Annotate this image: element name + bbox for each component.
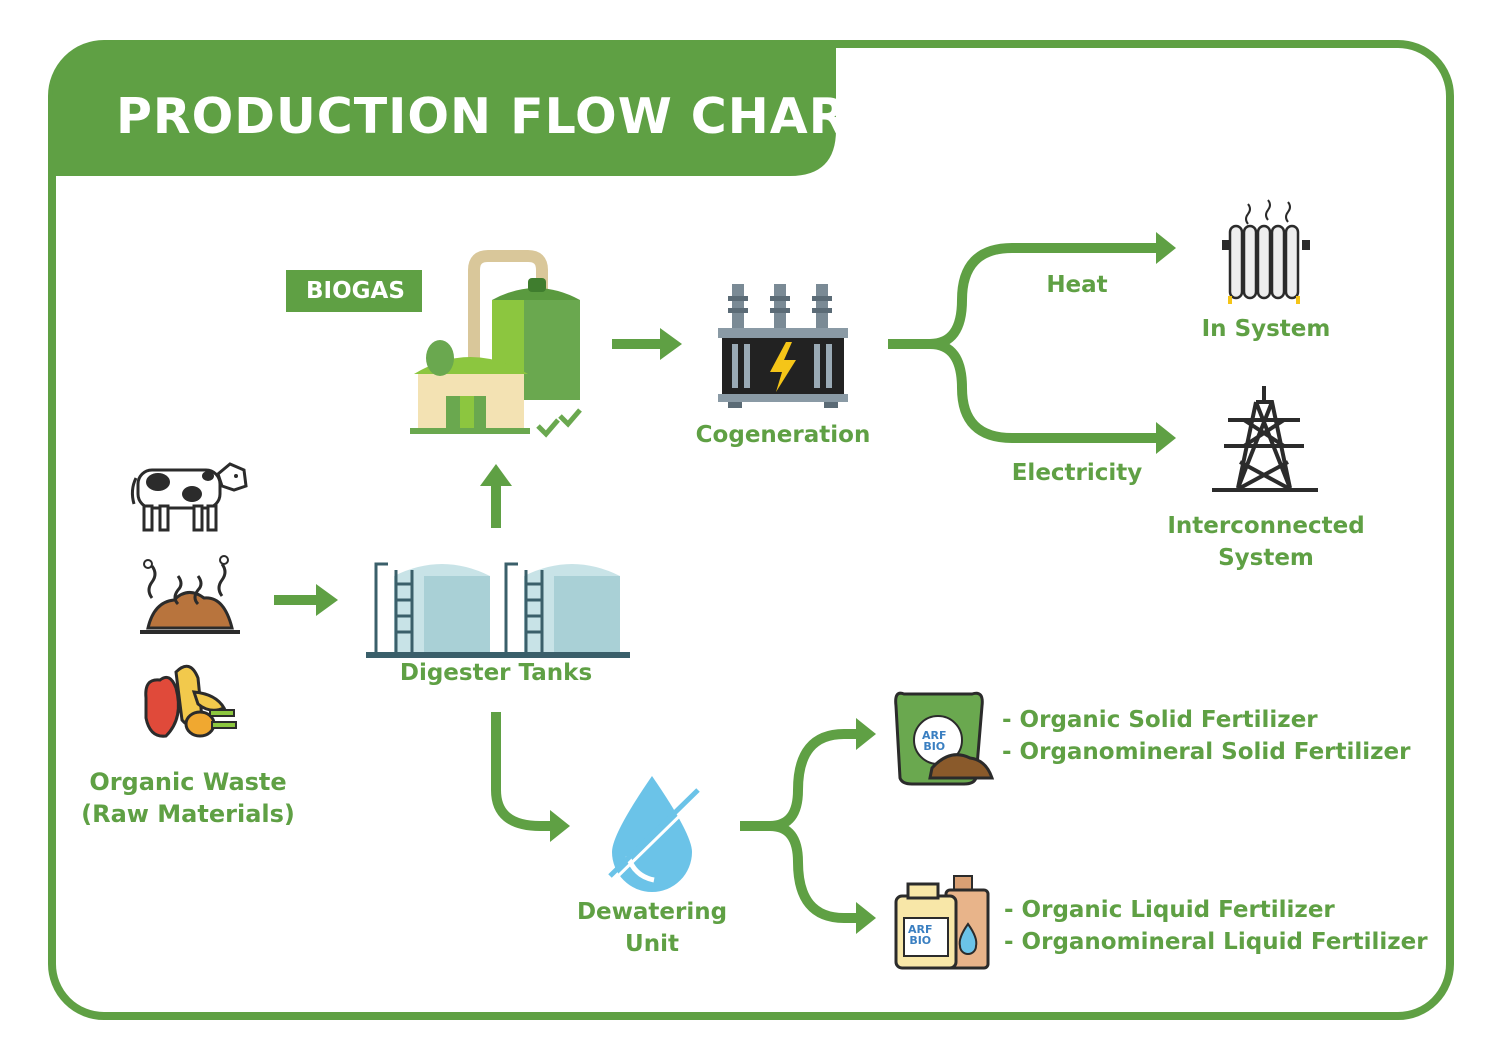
water-drop-icon bbox=[608, 776, 704, 892]
title-banner bbox=[52, 44, 836, 176]
brand-logo-bottle: ARF BIO bbox=[908, 924, 933, 946]
fork-dewatering bbox=[740, 729, 858, 923]
liquid-fertilizer-bottles-icon bbox=[894, 875, 990, 970]
arrowhead-cogeneration bbox=[660, 328, 682, 360]
brand-logo-sack: ARF BIO bbox=[922, 730, 947, 752]
dewatering-line-2: Unit bbox=[625, 931, 679, 957]
dewatering-unit-label: Dewatering Unit bbox=[577, 896, 727, 960]
fertilizer-sack-icon bbox=[894, 691, 995, 786]
brand-logo-subtext: BIO bbox=[909, 934, 932, 947]
heat-label: Heat bbox=[1046, 272, 1108, 298]
liquid-fertilizer-item: - Organomineral Liquid Fertilizer bbox=[1004, 929, 1428, 955]
arrowhead-liquid bbox=[856, 902, 876, 934]
liquid-fertilizer-item: - Organic Liquid Fertilizer bbox=[1004, 897, 1335, 923]
cow-icon bbox=[130, 462, 248, 532]
in-system-label: In System bbox=[1201, 316, 1331, 342]
interconnected-system-label: Interconnected System bbox=[1167, 510, 1364, 574]
fork-cogeneration bbox=[888, 243, 1158, 443]
power-tower-icon bbox=[1212, 386, 1318, 492]
dewatering-line-1: Dewatering bbox=[576, 899, 728, 925]
radiator-icon bbox=[1222, 199, 1310, 304]
liquid-fertilizer-list: - Organic Liquid Fertilizer - Organomine… bbox=[1004, 894, 1428, 958]
arrowhead-dewatering bbox=[550, 810, 570, 842]
page-title: PRODUCTION FLOW CHART bbox=[116, 88, 880, 145]
biogas-tag bbox=[286, 270, 422, 312]
arrow-digester-to-dewatering bbox=[491, 712, 552, 831]
interconnected-line-1: Interconnected bbox=[1167, 513, 1365, 539]
biogas-plant-icon bbox=[410, 250, 582, 438]
digester-tanks-label: Digester Tanks bbox=[399, 660, 593, 686]
brand-logo-text: ARF bbox=[922, 729, 947, 742]
arrowhead-electricity bbox=[1156, 422, 1176, 454]
arrowhead-heat bbox=[1156, 232, 1176, 264]
brand-logo-subtext: BIO bbox=[923, 740, 946, 753]
compost-pile-icon bbox=[140, 555, 240, 634]
interconnected-line-2: System bbox=[1218, 545, 1314, 571]
organic-waste-label: Organic Waste (Raw Materials) bbox=[81, 766, 295, 830]
food-waste-icon bbox=[144, 664, 237, 738]
organic-waste-line-2: (Raw Materials) bbox=[81, 800, 295, 828]
solid-fertilizer-item: - Organic Solid Fertilizer bbox=[1002, 707, 1318, 733]
biogas-label: BIOGAS bbox=[306, 278, 405, 304]
organic-waste-line-1: Organic Waste bbox=[89, 768, 287, 796]
solid-fertilizer-item: - Organomineral Solid Fertilizer bbox=[1002, 739, 1411, 765]
electricity-label: Electricity bbox=[1011, 460, 1143, 486]
solid-fertilizer-list: - Organic Solid Fertilizer - Organominer… bbox=[1002, 704, 1411, 768]
arrowhead-solid bbox=[856, 718, 876, 750]
arrowhead-biogas bbox=[480, 464, 512, 486]
arrowhead-waste bbox=[316, 584, 338, 616]
transformer-icon bbox=[718, 284, 848, 408]
brand-logo-text: ARF bbox=[908, 923, 933, 936]
cogeneration-label: Cogeneration bbox=[695, 422, 871, 448]
digester-tanks-icon bbox=[366, 562, 630, 658]
